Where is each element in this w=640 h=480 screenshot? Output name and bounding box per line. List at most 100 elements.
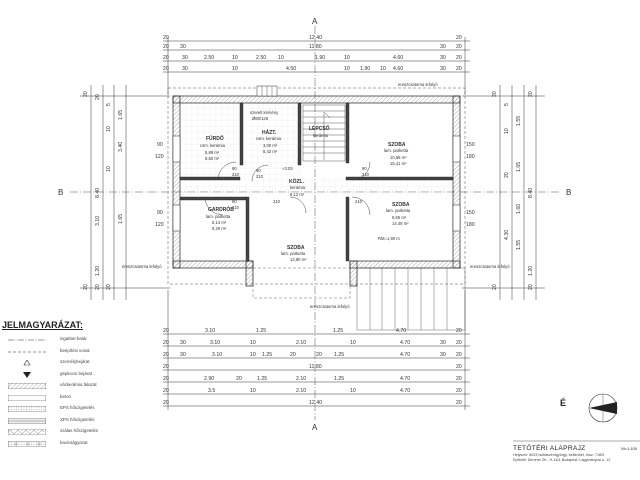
dim-label: 2.10 xyxy=(296,388,306,394)
door-size: 210 xyxy=(362,172,370,177)
dim-label: 20 xyxy=(83,91,89,97)
room-name: KÖZL. xyxy=(289,178,305,185)
legend-label: XPS hőszigetelés xyxy=(60,416,95,422)
dim-label: 30 xyxy=(180,340,186,346)
dim-label: 20 xyxy=(163,352,169,358)
dim-label: 2.50 xyxy=(204,55,214,61)
dim-label: 3.40 xyxy=(118,142,124,152)
eaves-label: ereszcsatorna lefolyó xyxy=(398,82,438,87)
dim-label: 2.10 xyxy=(296,340,306,346)
dim-label: 90 xyxy=(157,210,163,216)
room-floor: lam. parketta xyxy=(281,251,306,256)
dim-label: 2.50 xyxy=(256,55,266,61)
right-dim-labels: 20 5 1.55 10 1.65 20 1.60 1.55 20 20 8.4… xyxy=(466,91,534,290)
dim-label: 20 xyxy=(106,284,112,290)
exterior-walls xyxy=(172,95,461,287)
dim-label: 20 xyxy=(456,352,462,358)
dim-label: 20 xyxy=(456,388,462,394)
room-name: LÉPCSŐ xyxy=(309,124,330,132)
client-line: Építtető: Dervner Zrt., H-1111 Budapest,… xyxy=(513,458,612,462)
legend-item: kavicságyazat xyxy=(2,440,132,452)
dim-label: 20 xyxy=(163,388,169,394)
dim-label: 180 xyxy=(466,154,475,160)
dim-label: 4.50 xyxy=(286,66,296,72)
legend-item: beépítési vonal xyxy=(2,348,132,360)
dim-label: 20 xyxy=(236,376,242,382)
dim-label: 1.55 xyxy=(516,116,522,126)
dim-label: 2.90 xyxy=(204,376,214,382)
dim-label: 20 xyxy=(163,364,169,370)
interior-walls xyxy=(179,102,454,262)
chimney xyxy=(256,85,278,97)
room-area: 12,80 m² xyxy=(290,257,307,262)
lower-roof xyxy=(252,267,466,331)
dim-label: 20 xyxy=(290,352,296,358)
dim-label: 3.10 xyxy=(95,216,101,226)
dim-label: 20 xyxy=(528,284,534,290)
legend-label: vázkerámia falazat xyxy=(60,382,97,387)
dim-label: 12.40 xyxy=(309,400,322,406)
windows xyxy=(172,135,461,232)
dim-label: 120 xyxy=(155,154,164,160)
dim-label: 1.65 xyxy=(516,162,522,172)
dim-label: 1.25 xyxy=(257,376,267,382)
room-area: 8,50 m² xyxy=(205,156,220,161)
gravel-swatch xyxy=(8,440,46,447)
dim-label: 1.65 xyxy=(118,214,124,224)
dim-label: 20 xyxy=(456,328,462,334)
legend-item: gépkocsi bejárat xyxy=(2,371,132,383)
building-line-swatch xyxy=(8,351,46,352)
room-name: GARDRÓB xyxy=(208,205,234,213)
top-dimensions xyxy=(163,37,470,95)
rm-mark: RM=1,90 m xyxy=(378,236,400,241)
room-name: FÜRDŐ xyxy=(206,135,224,142)
legend-item: XPS hőszigetelés xyxy=(2,417,132,429)
door-size: 90 xyxy=(256,168,261,173)
dim-label: 4.70 xyxy=(396,328,406,334)
chimney-size: Ø80/126 xyxy=(252,116,269,121)
room-name: SZOBA xyxy=(388,142,406,148)
dim-label: 20 xyxy=(95,284,101,290)
room-name: HÁZT. xyxy=(262,129,277,136)
dim-label: 5 xyxy=(106,103,112,106)
dim-label: 20 xyxy=(456,55,462,61)
dim-label: 1.60 xyxy=(516,204,522,214)
room-area: 6,14 m² xyxy=(212,220,227,225)
dim-label: 30 xyxy=(440,44,446,50)
dim-label: 90 xyxy=(157,142,163,148)
dim-label: 30 xyxy=(182,66,188,72)
section-lines xyxy=(70,26,560,420)
room-area: 9,12 m² xyxy=(290,192,305,197)
dim-label: 1.25 xyxy=(262,352,272,358)
dim-label: 4.60 xyxy=(393,66,403,72)
legend-label: személybejárat xyxy=(60,359,90,364)
bottom-dim-labels: 20 3.10 1.25 1.25 4.70 20 20 30 3.10 10 … xyxy=(163,328,462,406)
legend-label: gépkocsi bejárat xyxy=(60,370,92,376)
dim-label: 150 xyxy=(466,142,475,148)
legend: ingatlan-határ beépítési vonal személybe… xyxy=(2,336,132,451)
room-labels: FÜRDŐ csm. kerámia 5,88 m² 8,50 m² HÁZT.… xyxy=(200,124,411,262)
dim-label: 20 xyxy=(316,352,322,358)
door-size: 90 xyxy=(232,166,237,171)
dim-label: 10 xyxy=(350,388,356,394)
roof-outline xyxy=(167,87,466,285)
eps-swatch xyxy=(8,406,46,412)
dim-label: 10 xyxy=(278,55,284,61)
left-dimensions xyxy=(80,85,170,300)
dim-label: 20 xyxy=(163,35,169,41)
annotations: szerelt kémény Ø80/126 ereszcsatorna lef… xyxy=(122,82,510,309)
dim-label: 8.40 xyxy=(528,188,534,198)
legend-item: szálas hőszigetelés xyxy=(2,428,132,440)
room-floor: csm. kerámia xyxy=(256,136,282,141)
masonry-swatch xyxy=(8,383,46,389)
property-line-swatch xyxy=(8,339,46,341)
title-block: TETŐTÉRI ALAPRAJZ M=1:100 Helyszín: 8043… xyxy=(513,445,639,462)
dim-label: 120 xyxy=(155,222,164,228)
door-size: 90 xyxy=(232,199,237,204)
dim-label: 5 xyxy=(504,103,510,106)
dim-label: 10 xyxy=(250,340,256,346)
legend-label: kavicságyazat xyxy=(60,439,88,445)
dim-label: 3.10 xyxy=(205,328,215,334)
dim-label: 20 xyxy=(456,44,462,50)
